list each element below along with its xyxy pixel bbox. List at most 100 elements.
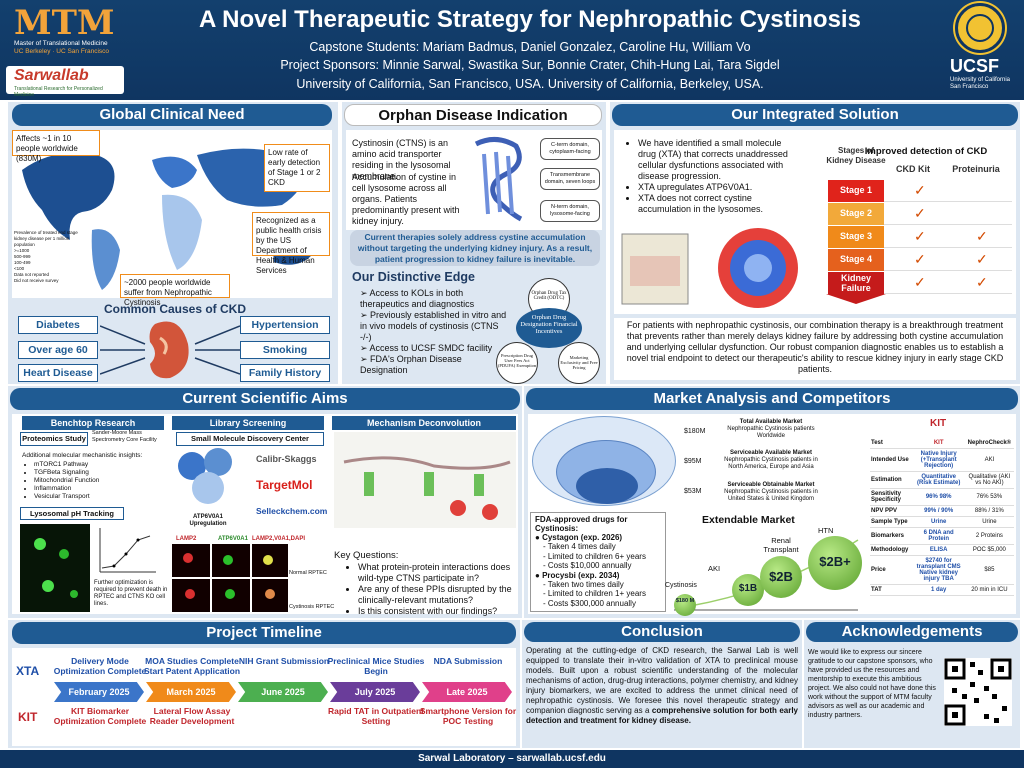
insight-item: Vesicular Transport (34, 493, 164, 501)
check-icon: ✓ (914, 205, 926, 221)
drug1-name: Cystagon (exp. 2026) (542, 533, 623, 542)
benchtop-heading: Benchtop Research (22, 416, 164, 430)
drug2-name: Procysbi (exp. 2034) (542, 570, 620, 580)
global-need-heading: Global Clinical Need (12, 104, 332, 126)
solution-summary-text: For patients with nephropathic cystinosi… (626, 320, 1004, 374)
check-icon: ✓ (914, 251, 926, 267)
sarwal-lab-logo: Sarwallab Translational Research for Per… (6, 66, 124, 98)
aims-heading: Current Scientific Aims (10, 388, 520, 410)
timeline-kit-item: Smartphone Version for POC Testing (419, 706, 517, 726)
timeline-xta-item: NIH Grant Submission (238, 656, 330, 666)
insight-item: TGFBeta Signaling (34, 469, 164, 477)
bubble-cystinosis: $180 M (674, 594, 696, 616)
detection-table-title: Improved detection of CKD (864, 146, 988, 157)
table-cell: 6 DNA and Protein (912, 527, 965, 545)
insight-item: mTORC1 Pathway (34, 461, 164, 469)
fluorescence-image (20, 524, 90, 612)
sam-value: $95M (684, 458, 702, 465)
mtm-logo-text: MTM (14, 3, 115, 43)
distinctive-edge-heading: Our Distinctive Edge (352, 270, 475, 284)
drug2: ● Procysbi (exp. 2034) (535, 570, 620, 580)
cause-over-age-60: Over age 60 (18, 341, 98, 359)
insight-item: Inflammation (34, 485, 164, 493)
kit-label: KIT (18, 710, 38, 724)
footer: Sarwal Laboratory – sarwallab.ucsf.edu (0, 750, 1024, 768)
timeline-month: March 2025 (146, 682, 236, 702)
ack-heading: Acknowledgements (806, 622, 1018, 642)
stain-lamp2: LAMP2 (176, 536, 197, 542)
table-head-cell: NephroCheck® (964, 438, 1014, 449)
sam-desc: Nephropathic Cystinosis patients in Nort… (724, 457, 818, 470)
edge-list: ➢ Access to KOLs in both therapeutics an… (348, 288, 508, 376)
mtm-logo-sub1: Master of Translational Medicine (14, 40, 108, 47)
causes-heading: Common Causes of CKD (103, 302, 246, 316)
public-health-box: Recognized as a public health crisis by … (252, 212, 330, 275)
vendor-calibr: Calibr-Skaggs (256, 454, 317, 464)
solution-summary: For patients with nephropathic cystinosi… (614, 318, 1016, 380)
mtm-logo: MTM Master of Translational Medicine UC … (14, 6, 124, 62)
bubble-aki: $1B (732, 574, 764, 606)
conclusion-bold: comprehensive solution for both early de… (526, 706, 799, 725)
stage-row: Stage 2✓ (828, 203, 1012, 225)
map-legend-item: 500-999 (14, 254, 31, 259)
proteomics-study: Proteomics Study (20, 432, 88, 446)
bubble-htn-label: HTN (818, 526, 834, 535)
drug1-line: - Costs $10,000 annually (543, 561, 632, 570)
timeline-xta-item: NDA Submission (433, 656, 503, 666)
timeline-month: Late 2025 (422, 682, 512, 702)
venn-center: Orphan Drug Designation Financial Incent… (516, 308, 582, 348)
uc-seal-icon (955, 3, 1005, 53)
solution-bullet: We have identified a small molecule drug… (638, 138, 796, 182)
lyso-note: Further optimization is required to prev… (94, 580, 168, 607)
table-cell: Price (870, 555, 913, 585)
cystinosin-text: Cystinosin (CTNS) is an amino acid trans… (352, 138, 451, 181)
table-cell: TAT (870, 584, 913, 596)
stage-row: Kidney Failure✓✓ (828, 272, 1012, 294)
edge-item: ➢ Access to KOLs in both therapeutics an… (360, 288, 475, 309)
cause-diabetes: Diabetes (18, 316, 98, 334)
cystinosis-rptec-label: Cystinosis RPTEC (289, 604, 335, 610)
table-cell: 88% / 31% (964, 505, 1014, 517)
kidney-icon (100, 321, 240, 379)
qr-code-icon (944, 658, 1012, 726)
cause-family-history: Family History (240, 364, 330, 382)
xta-label: XTA (16, 664, 40, 678)
bubble-cystinosis-label: Cystinosis (665, 582, 697, 589)
edge-item-text: FDA's Orphan Disease Designation (360, 354, 462, 375)
som-title: Serviceable Obtainable Market (727, 482, 815, 488)
conclusion-heading: Conclusion (524, 622, 800, 642)
edge-item: ➢ Access to UCSF SMDC facility (360, 343, 493, 353)
stage-label: Kidney Failure (828, 272, 884, 294)
cause-heart-disease: Heart Disease (18, 364, 98, 382)
map-legend: Prevalence of treated end stage kidney d… (14, 230, 90, 284)
map-legend-item: Data not reported (14, 272, 50, 277)
bubble-transplant-label: Renal Transplant (763, 536, 799, 554)
question-item: Are any of these PPIs disrupted by the c… (358, 584, 518, 606)
sponsors-line: Project Sponsors: Minnie Sarwal, Swastik… (280, 58, 780, 72)
table-cell: Methodology (870, 544, 913, 556)
timeline-kit-item: Lateral Flow Assay Reader Development (149, 706, 235, 726)
down-arrow-icon (826, 294, 886, 304)
timeline-xta-item: MOA Studies Complete Start Patent Applic… (143, 656, 241, 676)
question-item: Is this consistent with our findings? (358, 606, 518, 617)
timeline-xta-item: Delivery Mode Optimization Complete (53, 656, 147, 676)
fda-drugs-box: FDA-approved drugs for Cystinosis: ● Cys… (530, 512, 666, 612)
venn-exclusivity: Marketing Exclusivity and Free Pricing (558, 342, 600, 384)
som-circle (576, 468, 638, 504)
table-cell: $2740 for transplant CMS Native kidney i… (912, 555, 965, 585)
check-icon: ✓ (914, 274, 926, 290)
edge-item-text: Access to KOLs in both therapeutics and … (360, 288, 475, 309)
table-cell: Urine (964, 516, 1014, 528)
early-detection-box: Low rate of early detection of Stage 1 o… (264, 144, 330, 192)
drug1: ● Cystagon (exp. 2026) (535, 533, 623, 542)
check-icon: ✓ (914, 182, 926, 198)
conclusion-text: Operating at the cutting-edge of CKD res… (526, 646, 798, 726)
stage-label: Stage 3 (828, 226, 884, 248)
timeline-heading: Project Timeline (12, 622, 516, 644)
poster-title: A Novel Therapeutic Strategy for Nephrop… (199, 6, 861, 33)
tam-title: Total Available Market (739, 419, 803, 425)
protein-structure-icon (474, 137, 523, 222)
bubble-htn: $2B+ (808, 536, 862, 590)
